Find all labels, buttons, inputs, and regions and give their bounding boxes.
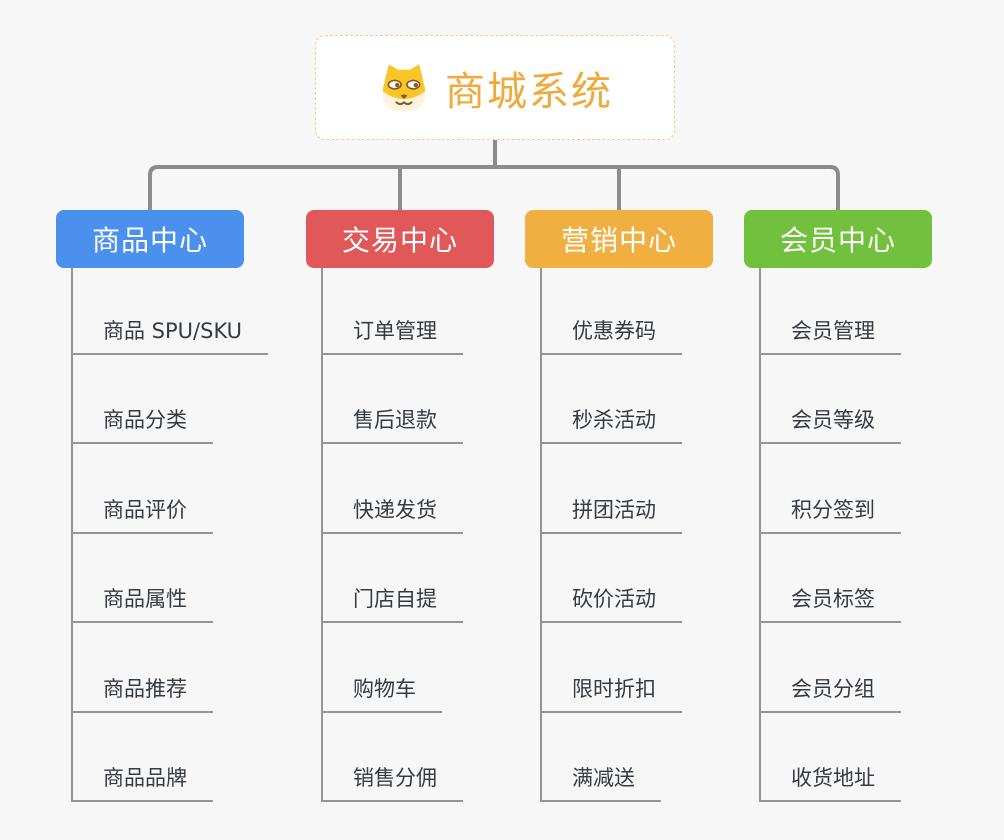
leaf-node[interactable]: 秒杀活动	[540, 400, 682, 444]
leaf-node[interactable]: 商品品牌	[71, 758, 213, 802]
branch-line	[540, 268, 542, 801]
leaf-node[interactable]: 商品分类	[71, 400, 213, 444]
branch-node-marketing-center[interactable]: 营销中心	[525, 210, 713, 268]
leaf-node[interactable]: 优惠券码	[540, 311, 682, 355]
leaf-node[interactable]: 商品推荐	[71, 669, 213, 713]
doge-icon	[382, 63, 426, 112]
branch-line	[759, 268, 761, 801]
leaf-node[interactable]: 满减送	[540, 758, 661, 802]
root-node[interactable]: 商城系统	[315, 35, 675, 140]
branch-node-member-center[interactable]: 会员中心	[744, 210, 932, 268]
branch-node-trade-center[interactable]: 交易中心	[306, 210, 494, 268]
leaf-node[interactable]: 积分签到	[759, 490, 901, 534]
leaf-node[interactable]: 购物车	[321, 669, 442, 713]
leaf-node[interactable]: 拼团活动	[540, 490, 682, 534]
leaf-node[interactable]: 门店自提	[321, 579, 463, 623]
root-title: 商城系统	[445, 68, 613, 115]
leaf-node[interactable]: 商品评价	[71, 490, 213, 534]
leaf-node[interactable]: 销售分佣	[321, 758, 463, 802]
branch-node-product-center[interactable]: 商品中心	[56, 210, 244, 268]
leaf-node[interactable]: 售后退款	[321, 400, 463, 444]
branch-line	[321, 268, 323, 801]
leaf-node[interactable]: 商品 SPU/SKU	[71, 311, 269, 355]
leaf-node[interactable]: 会员标签	[759, 579, 901, 623]
leaf-node[interactable]: 快递发货	[321, 490, 463, 534]
leaf-node[interactable]: 会员等级	[759, 400, 901, 444]
leaf-node[interactable]: 会员分组	[759, 669, 901, 713]
branch-line	[71, 268, 73, 801]
leaf-node[interactable]: 砍价活动	[540, 579, 682, 623]
leaf-node[interactable]: 收货地址	[759, 758, 901, 802]
leaf-node[interactable]: 商品属性	[71, 579, 213, 623]
leaf-node[interactable]: 限时折扣	[540, 669, 682, 713]
leaf-node[interactable]: 会员管理	[759, 311, 901, 355]
leaf-node[interactable]: 订单管理	[321, 311, 463, 355]
